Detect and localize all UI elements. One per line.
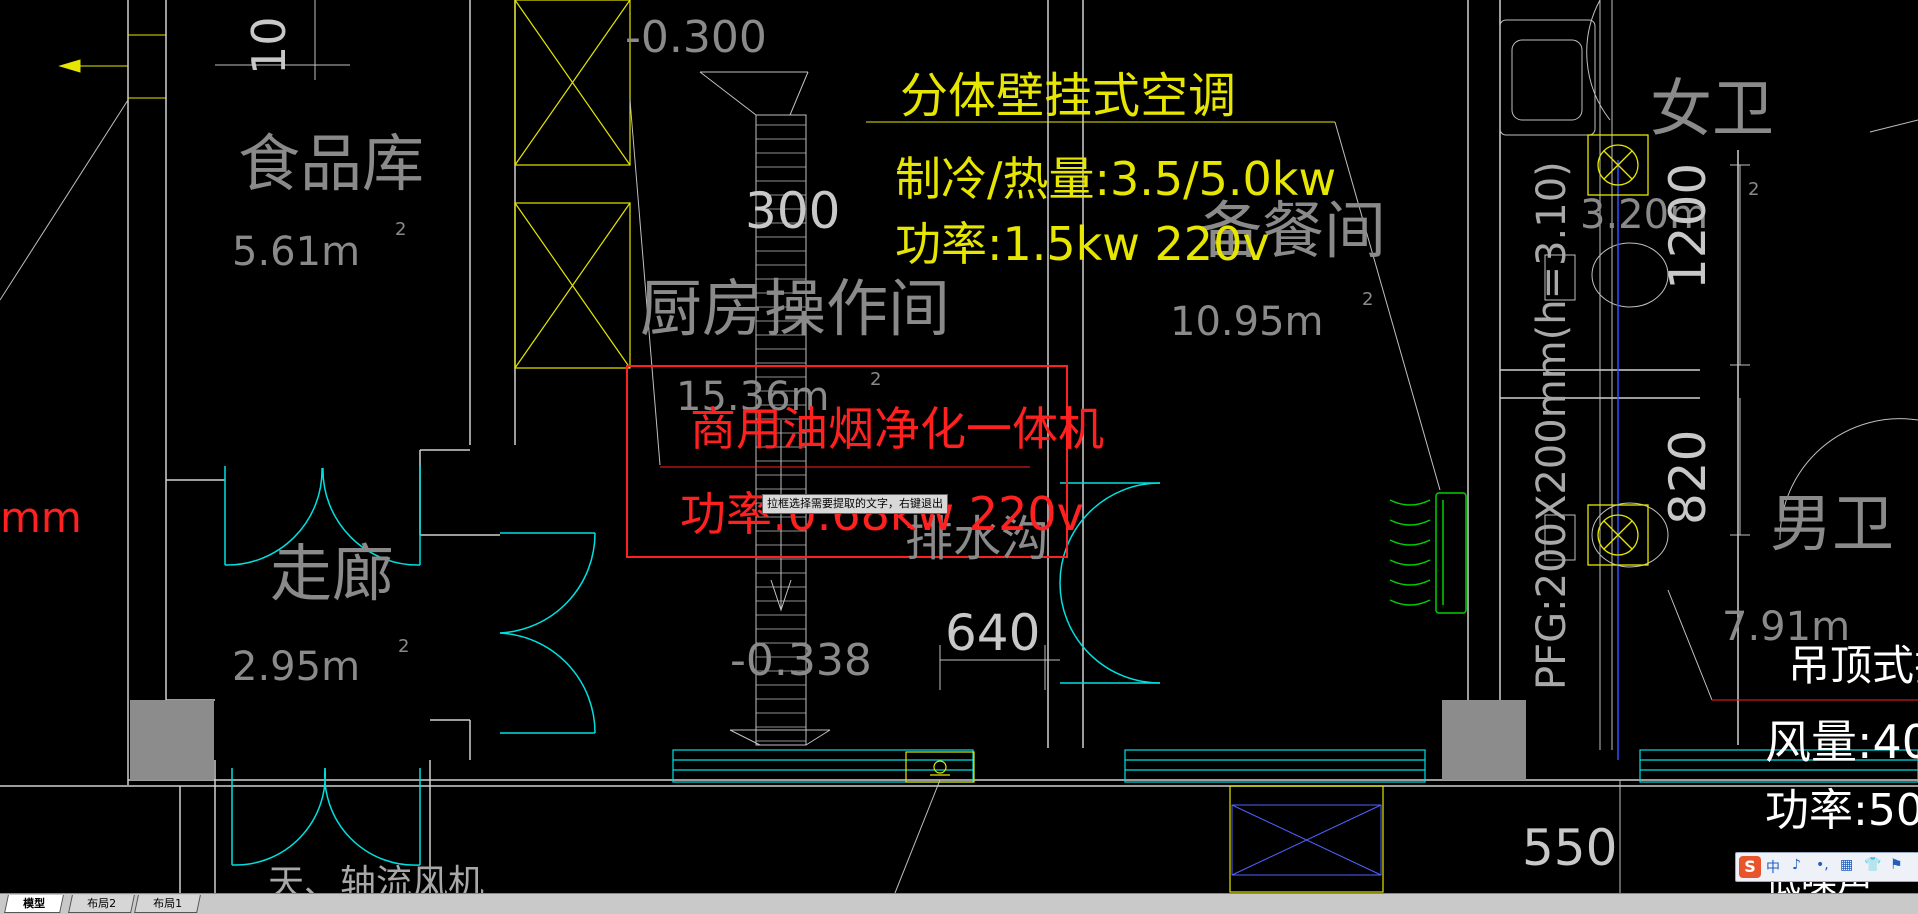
ime-chinese-mode[interactable]: 中 <box>1766 860 1780 876</box>
tab-layout1[interactable]: 布局1 <box>134 895 201 913</box>
hood-title: 商用油烟净化一体机 <box>690 402 1104 456</box>
red-selection-box[interactable] <box>626 365 1068 558</box>
fan-bottom-label: 天、轴流风机 <box>268 863 484 893</box>
area-corridor: 2.95m <box>232 644 360 690</box>
tab-model[interactable]: 模型 <box>4 895 64 913</box>
fan-symbol <box>905 751 975 783</box>
area-female-wc: 3.20m <box>1580 192 1708 238</box>
stair-steps <box>756 124 806 742</box>
pipe-spec: PFG:200X200mm(h=3.10) <box>1529 161 1575 690</box>
elevation-top: -0.300 <box>625 12 767 63</box>
room-label-male-wc: 男卫 <box>1770 487 1894 560</box>
walls <box>0 0 1918 893</box>
ime-moon-icon[interactable]: ♪ <box>1792 857 1801 873</box>
window-strips <box>672 749 1918 783</box>
cad-drawing-canvas[interactable]: 食品库 厨房操作间 备餐间 走廊 女卫 男卫 排水沟 5.61m 15.36m … <box>0 0 1918 893</box>
dim-550: 550 <box>1522 819 1617 877</box>
dim-640: 640 <box>945 604 1040 662</box>
ac-power: 功率:1.5kw 220v <box>895 217 1270 271</box>
area-sup-pantry: 2 <box>1362 289 1373 310</box>
doors <box>224 466 1161 866</box>
tab-layout2[interactable]: 布局2 <box>68 895 135 913</box>
exhaust-airflow: 风量:400 <box>1765 715 1918 769</box>
stair <box>699 71 831 746</box>
vent-box <box>1229 785 1384 893</box>
tab-layout1-label: 布局1 <box>153 897 183 910</box>
area-kitchen: 15.36m <box>676 374 829 420</box>
area-male-wc: 7.91m <box>1722 604 1850 650</box>
area-food-storage: 5.61m <box>232 229 360 275</box>
dim-mm-red: mm <box>0 493 82 542</box>
exhaust-fan-icons <box>1587 134 1649 566</box>
restroom-fixtures <box>1499 0 1918 750</box>
area-sup-food: 2 <box>395 219 406 240</box>
room-label-drain: 排水沟 <box>905 511 1049 567</box>
ime-logo-icon[interactable]: S <box>1739 856 1761 878</box>
command-tooltip: 拉框选择需要提取的文字，右键退出 <box>762 494 948 514</box>
leader-lines <box>0 99 1918 893</box>
tab-model-label: 模型 <box>23 897 46 910</box>
ime-toolbar[interactable]: S 中 ♪ •, ▦ 👕 ⚑ <box>1735 852 1918 882</box>
area-sup-kitchen: 2 <box>870 369 881 390</box>
area-sup-female: 2 <box>1748 179 1759 200</box>
area-sup-corridor: 2 <box>398 636 409 657</box>
ac-unit-icon <box>1389 492 1467 614</box>
ime-skin-icon[interactable]: 👕 <box>1864 857 1882 873</box>
tab-layout2-label: 布局2 <box>87 897 117 910</box>
exhaust-title: 吊顶式排气 <box>1788 641 1918 690</box>
arrow-left-icon <box>58 34 166 99</box>
shaft-boxes <box>514 0 631 369</box>
column-block-left <box>130 700 214 780</box>
ime-punct-icon[interactable]: •, <box>1816 857 1829 873</box>
room-label-kitchen: 厨房操作间 <box>640 272 950 345</box>
dim-820: 820 <box>1659 430 1717 525</box>
dim-10: 10 <box>242 16 296 75</box>
room-label-pantry: 备餐间 <box>1200 194 1386 267</box>
room-label-food-storage: 食品库 <box>238 127 424 200</box>
ime-tools-icon[interactable]: ⚑ <box>1890 857 1903 873</box>
room-label-corridor: 走廊 <box>270 537 394 610</box>
exhaust-power: 功率:50w <box>1765 785 1918 836</box>
dimension-lines <box>215 0 1750 893</box>
ac-title: 分体壁挂式空调 <box>900 68 1236 124</box>
layout-tab-bar: 模型 布局2 布局1 <box>0 893 1918 914</box>
area-pantry: 10.95m <box>1170 299 1323 345</box>
ac-capacity: 制冷/热量:3.5/5.0kw <box>895 152 1336 206</box>
elevation-bottom: -0.338 <box>730 635 872 686</box>
dim-1200: 1200 <box>1659 163 1717 290</box>
room-label-female-wc: 女卫 <box>1650 72 1774 145</box>
ime-keyboard-icon[interactable]: ▦ <box>1840 857 1854 873</box>
column-block-right <box>1442 700 1526 780</box>
dim-300: 300 <box>745 182 840 240</box>
